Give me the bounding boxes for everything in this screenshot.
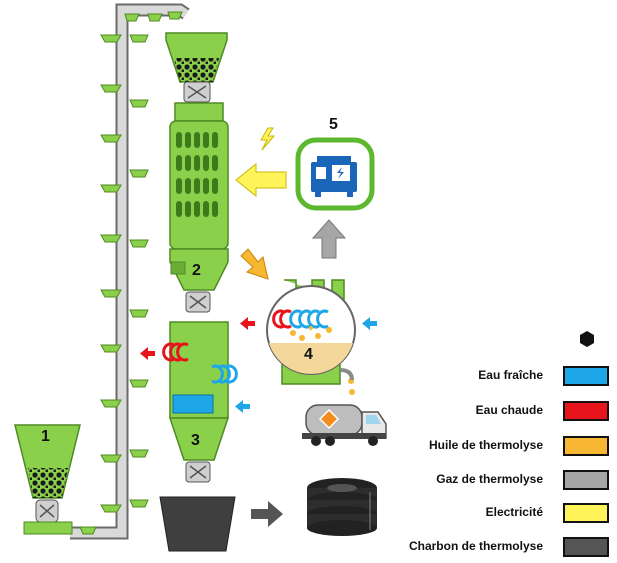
step-3-number: 3 (191, 432, 200, 449)
step-5-number: 5 (329, 116, 338, 133)
tire-stack-icon (307, 478, 377, 536)
legend-swatch-thermolysis-gas (563, 470, 609, 490)
legend-swatch-thermolysis-char (563, 537, 609, 557)
char-cooler (162, 321, 238, 483)
legend-swatch-hot-water (563, 401, 609, 421)
legend-label-fresh-water: Eau fraîche (478, 368, 543, 382)
reactor-inlet-hopper (165, 32, 228, 103)
oil-arrow (240, 248, 269, 280)
feed-hopper (14, 424, 81, 535)
hot-water-arrows (140, 317, 255, 360)
legend-swatch-thermolysis-oil (563, 436, 609, 456)
condenser (266, 279, 356, 395)
legend-label-thermolysis-char: Charbon de thermolyse (408, 539, 543, 553)
legend-swatch-fresh-water (563, 366, 609, 386)
char-container (159, 496, 236, 552)
step-2-number: 2 (192, 262, 201, 279)
conveyor-buckets (79, 11, 183, 535)
legend-label-thermolysis-oil: Huile de thermolyse (428, 438, 543, 452)
legend-swatch-electricity (563, 503, 609, 523)
legend-label-hot-water: Eau chaude (475, 403, 543, 417)
hexagon-icon (580, 331, 594, 347)
lightning-icon (260, 127, 276, 151)
generator-icon (295, 137, 375, 211)
electricity-arrow (235, 162, 287, 198)
step-1-number: 1 (41, 428, 50, 445)
thermolysis-reactor (169, 102, 229, 313)
char-arrow (251, 501, 283, 527)
tanker-truck-icon (302, 404, 387, 446)
legend-label-electricity: Electricité (485, 505, 543, 519)
step-4-number: 4 (304, 346, 313, 363)
fresh-water-arrows (235, 317, 377, 413)
conveyor-pipe (70, 3, 190, 540)
legend-label-thermolysis-gas: Gaz de thermolyse (436, 472, 543, 486)
gas-arrow (311, 219, 347, 259)
